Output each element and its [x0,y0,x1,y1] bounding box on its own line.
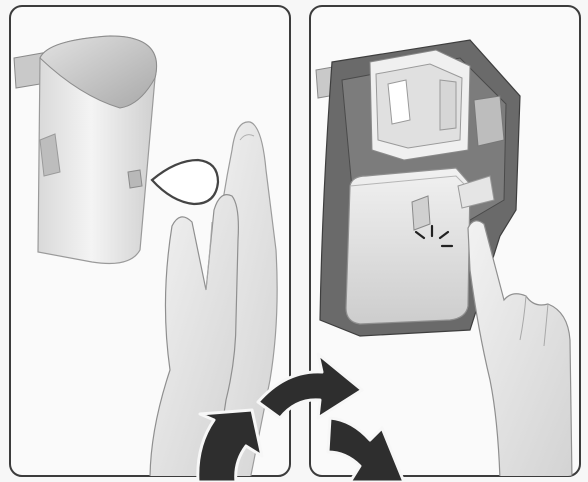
dispenser-icon [38,36,157,264]
panel-right [310,6,580,480]
